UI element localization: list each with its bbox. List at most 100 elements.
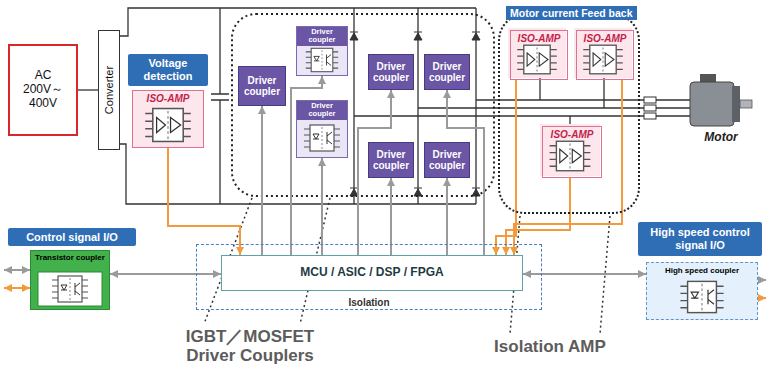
node-text: Driver coupler xyxy=(426,61,468,84)
connector xyxy=(514,80,622,255)
igbt-symbol xyxy=(414,188,422,189)
iso-amp-chip: ISO-AMP xyxy=(576,30,634,80)
chip-icon xyxy=(550,141,591,170)
node-text: ISO-AMP xyxy=(551,129,594,141)
leader-line xyxy=(204,198,610,334)
chip-icon xyxy=(145,109,191,142)
shunt-resistor xyxy=(644,97,656,119)
driver-coupler-box: Driver coupler xyxy=(238,66,286,106)
igbt-symbol xyxy=(414,33,422,40)
shunt-resistor xyxy=(644,113,656,119)
chip-icon xyxy=(304,125,340,151)
node-text: Voltage detection xyxy=(131,57,205,82)
motor-label: Motor xyxy=(680,130,762,144)
box-fill xyxy=(30,250,110,310)
motor-icon xyxy=(732,86,740,122)
node-text: Transistor coupler xyxy=(35,253,105,262)
chip-icon xyxy=(52,276,88,302)
shunt-resistor xyxy=(644,97,656,103)
connector xyxy=(261,106,263,255)
inverter-region xyxy=(232,14,494,196)
connector xyxy=(78,89,98,90)
igbt-symbol xyxy=(414,189,422,196)
igbt-symbol xyxy=(350,32,358,33)
iso-amp-chip: ISO-AMP xyxy=(510,30,568,80)
box-fill xyxy=(646,262,758,320)
driver-coupler-box: Driver coupler xyxy=(424,54,470,90)
box-fill xyxy=(508,28,566,78)
high-speed-coupler-chip: High speed coupler xyxy=(646,262,758,320)
igbt-symbol xyxy=(472,32,480,33)
section-tag: High speed control signal I/O xyxy=(638,222,762,256)
node-text: High speed coupler xyxy=(665,266,739,275)
driver-coupler-chip: Driver coupler xyxy=(296,100,348,158)
group-label: Isolation AMP xyxy=(460,338,640,357)
isolation-boundary: Isolation MCU / ASIC / DSP / FPGA xyxy=(196,244,542,310)
iso-amp-chip: ISO-AMP xyxy=(542,126,602,178)
node-text: ISO-AMP xyxy=(518,33,561,45)
node-text: Control signal I/O xyxy=(26,231,118,244)
driver-coupler-chip: Driver coupler xyxy=(296,26,348,76)
io-arrow xyxy=(4,269,30,271)
power-source-box: AC 200V～ 400V xyxy=(8,44,78,136)
igbt-symbol xyxy=(414,32,422,33)
box-fill xyxy=(296,26,348,76)
box-fill xyxy=(540,124,600,176)
motor-icon xyxy=(690,74,752,126)
group-label: IGBT／MOSFET Driver Couplers xyxy=(175,328,325,365)
chip-icon xyxy=(583,45,623,74)
node-text: Driver coupler xyxy=(297,27,347,46)
feedback-region: Motor current Feed backISO-AMPISO-AMPISO… xyxy=(498,14,640,214)
node-text: Driver coupler xyxy=(297,101,347,120)
dc-bus-wire xyxy=(211,8,229,204)
chip-icon xyxy=(517,45,557,74)
igbt-symbol xyxy=(472,33,480,40)
dc-bus-wire xyxy=(354,8,476,204)
node-text: Motor current Feed back xyxy=(506,6,637,20)
driver-coupler-box: Driver coupler xyxy=(368,142,414,178)
connector xyxy=(110,273,221,275)
driver-coupler-box: Driver coupler xyxy=(424,142,470,178)
section-tag: Control signal I/O xyxy=(8,228,136,246)
igbt-symbol xyxy=(472,188,480,189)
controller-box: MCU / ASIC / DSP / FPGA xyxy=(221,255,523,291)
chip-icon xyxy=(52,45,724,312)
node-text: Isolation xyxy=(345,297,392,309)
box-fill xyxy=(38,272,102,306)
igbt-symbol xyxy=(350,189,358,196)
chip-icon xyxy=(680,281,723,312)
node-text: Driver coupler xyxy=(370,149,412,172)
motor-icon xyxy=(690,82,734,126)
box-fill xyxy=(30,26,758,320)
connector xyxy=(321,158,323,255)
node-text: ISO-AMP xyxy=(147,93,190,105)
node-text: ISO-AMP xyxy=(584,33,627,45)
box-fill xyxy=(296,100,348,158)
igbt-symbol xyxy=(350,188,358,189)
io-arrow xyxy=(758,279,766,281)
igbt-symbol xyxy=(350,33,358,40)
node-text: MCU / ASIC / DSP / FPGA xyxy=(300,266,443,280)
dc-bus-wire xyxy=(120,8,476,204)
box-fill xyxy=(132,90,204,148)
chip-icon xyxy=(306,48,338,71)
motor-wire xyxy=(540,78,604,124)
shunt-resistor xyxy=(644,105,656,111)
io-arrow xyxy=(758,297,766,299)
io-arrow xyxy=(4,287,30,289)
section-tag: Voltage detection xyxy=(128,54,208,86)
node-text: High speed control signal I/O xyxy=(641,226,759,251)
iso-amp-chip: ISO-AMP xyxy=(132,90,204,148)
transistor-coupler-chip: Transistor coupler xyxy=(30,250,110,310)
node-text: AC 200V～ 400V xyxy=(20,69,66,110)
motor-icon xyxy=(740,100,752,108)
connector xyxy=(168,148,240,255)
driver-coupler-box: Driver coupler xyxy=(368,54,414,90)
node-text: Driver coupler xyxy=(426,149,468,172)
igbt-symbol xyxy=(350,32,480,196)
converter-box: Converter xyxy=(98,30,120,150)
node-text: Converter xyxy=(103,66,116,114)
node-text: Driver coupler xyxy=(240,75,284,98)
node-text: Driver coupler xyxy=(370,61,412,84)
box-fill xyxy=(574,28,632,78)
